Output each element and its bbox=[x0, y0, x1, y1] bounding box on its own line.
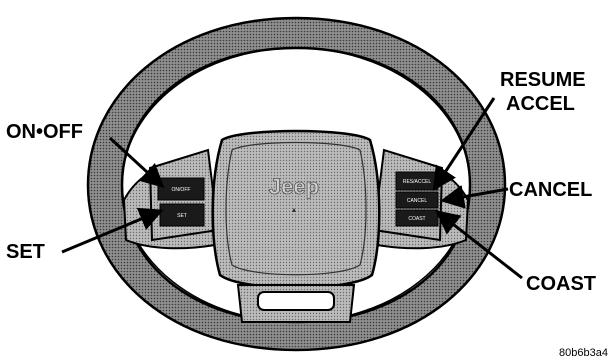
set-switch-label: SET bbox=[177, 213, 187, 219]
callout-set: SET bbox=[6, 241, 45, 263]
lower-spoke-opening bbox=[258, 292, 334, 310]
callout-on-off: ON•OFF bbox=[6, 121, 83, 143]
cancel-switch-label: CANCEL bbox=[407, 198, 428, 204]
resume-accel-switch-label: RES/ACCEL bbox=[403, 179, 432, 185]
callout-accel: ACCEL bbox=[506, 93, 575, 115]
callout-cancel: CANCEL bbox=[509, 179, 592, 201]
coast-switch-label: COAST bbox=[408, 216, 425, 222]
jeep-logo: Jeep bbox=[269, 174, 319, 199]
figure-id: 80b6b3a4 bbox=[559, 347, 608, 359]
callout-coast: COAST bbox=[526, 273, 596, 295]
on-off-switch-label: ON/OFF bbox=[172, 187, 191, 193]
callout-resume: RESUME bbox=[500, 69, 586, 91]
pad-marking: ▲ bbox=[291, 207, 298, 214]
